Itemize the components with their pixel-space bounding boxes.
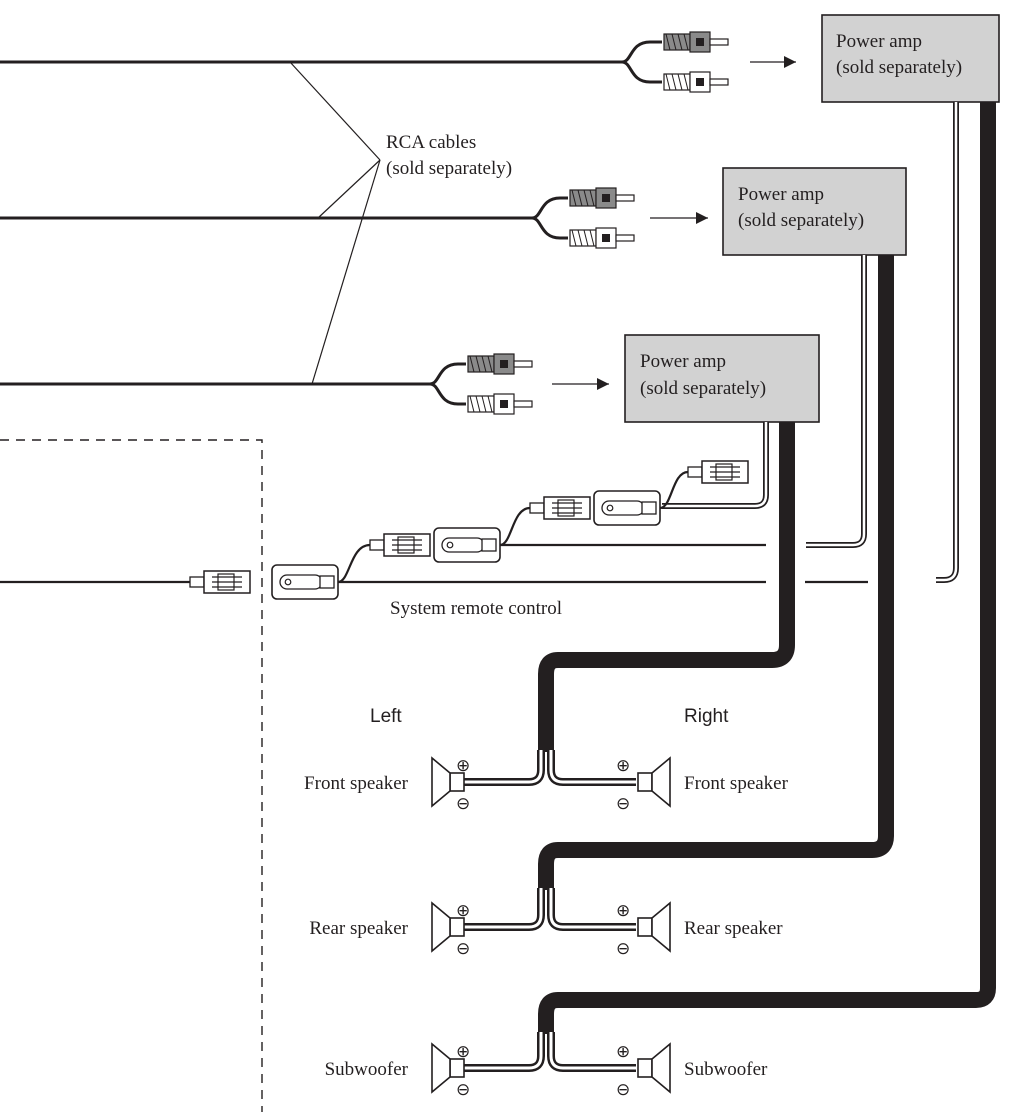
- speaker-left-label: Front speaker: [304, 773, 409, 794]
- speaker-right-label: Subwoofer: [684, 1059, 768, 1080]
- speaker-group-rear: ⊕ ⊖ ⊕ ⊖ Rear speaker Rear speaker: [309, 888, 783, 959]
- speaker-group-subwoofer: ⊕ ⊖ ⊕ ⊖ Subwoofer Subwoofer: [325, 1032, 768, 1100]
- power-amp-sublabel: (sold separately): [738, 210, 864, 231]
- remote-wire-amp2: [806, 255, 867, 548]
- power-amp-label: Power amp: [640, 351, 726, 372]
- left-label: Left: [370, 706, 402, 727]
- power-amp-label: Power amp: [738, 184, 824, 205]
- rca-cables-label: RCA cables: [386, 132, 476, 153]
- remote-connector-female-icon: [433, 527, 501, 563]
- rca-plug-icon: [663, 71, 729, 93]
- unit-boundary-dashed: [0, 439, 263, 1112]
- remote-wire-amp3: [662, 422, 769, 509]
- power-amp-sublabel: (sold separately): [836, 57, 962, 78]
- remote-connector-male-icon: [687, 460, 749, 484]
- minus-icon: ⊖: [616, 939, 630, 959]
- arrow-icon: [784, 56, 796, 68]
- arrow-icon: [696, 212, 708, 224]
- speaker-right-icon: [637, 757, 671, 807]
- remote-connector-female-icon: [271, 564, 339, 600]
- minus-icon: ⊖: [616, 794, 630, 814]
- power-amp-1: Power amp (sold separately): [821, 14, 1000, 103]
- rca-cable-top: [0, 31, 796, 93]
- power-amp-label: Power amp: [836, 31, 922, 52]
- plus-icon: ⊕: [456, 756, 470, 776]
- remote-connector-male-icon: [369, 533, 431, 557]
- speaker-right-label: Front speaker: [684, 773, 789, 794]
- minus-icon: ⊖: [616, 1080, 630, 1100]
- remote-connector-male-icon: [529, 496, 591, 520]
- rca-plug-icon: [663, 31, 729, 53]
- remote-connector-male-icon: [189, 570, 251, 594]
- speaker-cable-front: [538, 422, 795, 752]
- speaker-cable-subwoofer: [538, 102, 996, 1034]
- speaker-right-icon: [637, 1043, 671, 1093]
- speaker-left-label: Rear speaker: [309, 918, 408, 939]
- rca-cable-middle: [0, 187, 708, 249]
- rca-cables-callout: RCA cables (sold separately): [289, 61, 512, 385]
- plus-icon: ⊕: [456, 1042, 470, 1062]
- speaker-right-label: Rear speaker: [684, 918, 783, 939]
- power-amp-sublabel: (sold separately): [640, 378, 766, 399]
- rca-cable-bottom: [0, 353, 609, 415]
- rca-plug-icon: [569, 187, 635, 209]
- right-label: Right: [684, 706, 729, 727]
- power-amp-2: Power amp (sold separately): [722, 167, 907, 256]
- plus-icon: ⊕: [616, 901, 630, 921]
- speaker-group-front: ⊕ ⊖ ⊕ ⊖ Front speaker Front speaker: [304, 750, 789, 814]
- minus-icon: ⊖: [456, 794, 470, 814]
- rca-plug-icon: [569, 227, 635, 249]
- system-remote-control-chain: System remote control: [0, 460, 868, 619]
- arrow-icon: [597, 378, 609, 390]
- plus-icon: ⊕: [616, 1042, 630, 1062]
- system-remote-control-label: System remote control: [390, 598, 562, 619]
- rca-plug-icon: [467, 393, 533, 415]
- rca-cables-sublabel: (sold separately): [386, 158, 512, 179]
- rca-plug-icon: [467, 353, 533, 375]
- minus-icon: ⊖: [456, 1080, 470, 1100]
- speaker-right-icon: [637, 902, 671, 952]
- speaker-cable-rear: [538, 255, 894, 890]
- speaker-left-label: Subwoofer: [325, 1059, 409, 1080]
- minus-icon: ⊖: [456, 939, 470, 959]
- remote-wire-amp1: [936, 102, 959, 583]
- plus-icon: ⊕: [616, 756, 630, 776]
- plus-icon: ⊕: [456, 901, 470, 921]
- power-amp-3: Power amp (sold separately): [624, 334, 820, 423]
- remote-connector-female-icon: [593, 490, 661, 526]
